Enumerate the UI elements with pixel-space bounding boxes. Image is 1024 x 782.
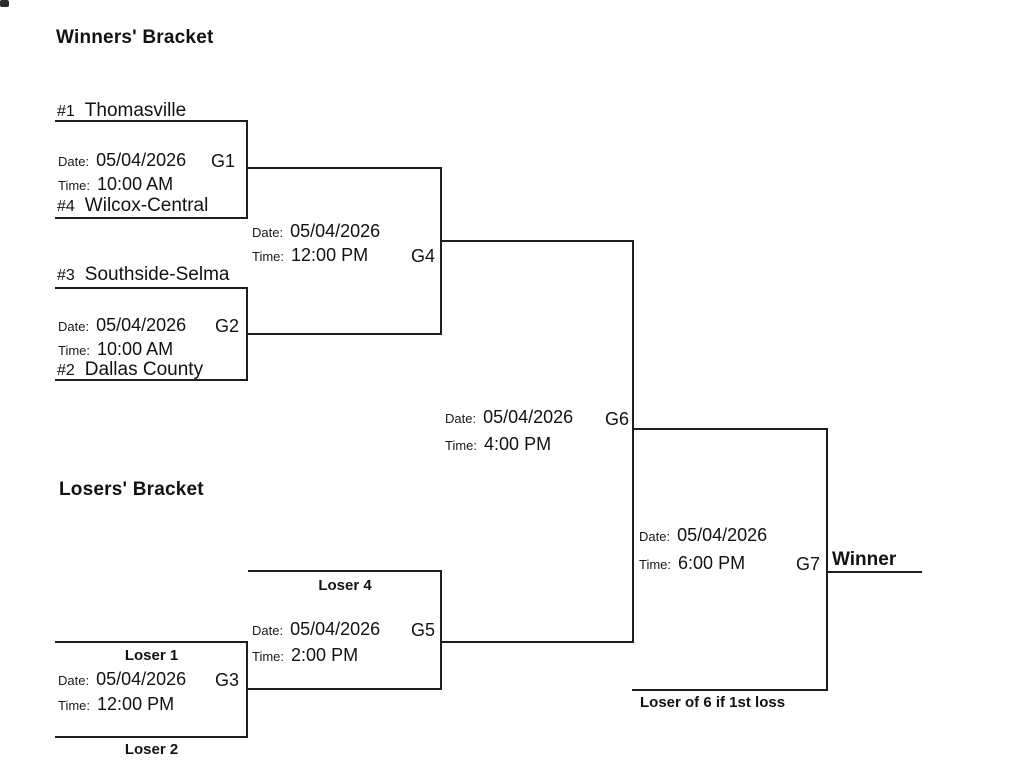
g1-bottom-line bbox=[55, 217, 248, 219]
g5-date-row: Date: 05/04/2026 bbox=[252, 619, 380, 640]
g4-time-value: 12:00 PM bbox=[291, 245, 369, 265]
g2-winner-connector bbox=[246, 333, 442, 335]
g7-date-label: Date: bbox=[639, 529, 671, 544]
g6-time-value: 4:00 PM bbox=[484, 434, 552, 454]
g3-time-value: 12:00 PM bbox=[97, 694, 175, 714]
g3-date-value: 05/04/2026 bbox=[96, 669, 187, 689]
g3-bottom-line bbox=[55, 736, 248, 738]
g3-date-label: Date: bbox=[58, 673, 90, 688]
g2-time-label: Time: bbox=[58, 343, 91, 358]
g7-time-row: Time: 6:00 PM bbox=[639, 553, 745, 574]
g6-date-row: Date: 05/04/2026 bbox=[445, 407, 573, 428]
g6-time-label: Time: bbox=[445, 438, 478, 453]
g4-time-label: Time: bbox=[252, 249, 285, 264]
g4-date-label: Date: bbox=[252, 225, 284, 240]
g5-date-label: Date: bbox=[252, 623, 284, 638]
g3-top-line bbox=[55, 641, 248, 643]
g1-date-label: Date: bbox=[58, 154, 90, 169]
losers-bracket-title: Losers' Bracket bbox=[59, 479, 204, 500]
winner-label: Winner bbox=[832, 549, 897, 570]
g2-game-id: G2 bbox=[215, 316, 240, 336]
g1-bottom-seed: #4 bbox=[57, 198, 75, 215]
g5-time-label: Time: bbox=[252, 649, 285, 664]
g7-time-label: Time: bbox=[639, 557, 672, 572]
g5-top-entrant: Loser 4 bbox=[318, 577, 372, 594]
g1-bracket-vertical bbox=[246, 120, 248, 219]
g1-date-value: 05/04/2026 bbox=[96, 150, 187, 170]
g3-time-label: Time: bbox=[58, 698, 91, 713]
g2-time-value: 10:00 AM bbox=[97, 339, 174, 359]
g2-time-row: Time: 10:00 AM bbox=[58, 339, 173, 360]
g5-time-value: 2:00 PM bbox=[291, 645, 359, 665]
g6-winner-connector bbox=[632, 428, 828, 430]
g4-game-id: G4 bbox=[411, 246, 436, 266]
g3-time-row: Time: 12:00 PM bbox=[58, 694, 174, 715]
g2-top-team: #3 Southside-Selma bbox=[57, 264, 230, 286]
g4-date-row: Date: 05/04/2026 bbox=[252, 221, 380, 242]
g7-time-value: 6:00 PM bbox=[678, 553, 746, 573]
g1-top-seed: #1 bbox=[57, 103, 75, 120]
g3-winner-connector bbox=[246, 688, 442, 690]
g5-top-line bbox=[248, 570, 442, 572]
g5-winner-connector bbox=[440, 641, 634, 643]
g6-bracket-vertical bbox=[632, 240, 634, 643]
loser-of-6-note: Loser of 6 if 1st loss bbox=[640, 694, 786, 711]
g1-bottom-team-name: Wilcox-Central bbox=[84, 195, 209, 216]
g1-top-team: #1 Thomasville bbox=[57, 100, 186, 122]
g6-time-row: Time: 4:00 PM bbox=[445, 434, 551, 455]
g1-date-row: Date: 05/04/2026 bbox=[58, 150, 186, 171]
g1-game-id: G1 bbox=[211, 151, 236, 171]
g2-top-seed: #3 bbox=[57, 267, 75, 284]
g2-bottom-line bbox=[55, 379, 248, 381]
g4-date-value: 05/04/2026 bbox=[290, 221, 381, 241]
g4-bracket-vertical bbox=[440, 167, 442, 335]
g1-time-label: Time: bbox=[58, 178, 91, 193]
g6-date-label: Date: bbox=[445, 411, 477, 426]
g5-game-id: G5 bbox=[411, 620, 436, 640]
g6-game-id: G6 bbox=[605, 409, 630, 429]
winners-bracket-title: Winners' Bracket bbox=[56, 27, 214, 48]
g2-top-team-name: Southside-Selma bbox=[84, 264, 230, 285]
g1-time-row: Time: 10:00 AM bbox=[58, 174, 173, 195]
g3-game-id: G3 bbox=[215, 670, 240, 690]
g5-date-value: 05/04/2026 bbox=[290, 619, 381, 639]
g3-top-entrant: Loser 1 bbox=[124, 647, 179, 664]
g2-date-label: Date: bbox=[58, 319, 90, 334]
g7-bracket-vertical bbox=[826, 428, 828, 691]
g6-date-value: 05/04/2026 bbox=[483, 407, 574, 427]
g3-bottom-entrant: Loser 2 bbox=[124, 741, 179, 758]
g7-game-id: G7 bbox=[796, 554, 821, 574]
g3-date-row: Date: 05/04/2026 bbox=[58, 669, 186, 690]
g1-top-team-name: Thomasville bbox=[84, 100, 187, 121]
winner-line bbox=[826, 571, 922, 573]
g4-winner-connector bbox=[440, 240, 634, 242]
g4-time-row: Time: 12:00 PM bbox=[252, 245, 368, 266]
screen-edge-artifact bbox=[0, 0, 9, 7]
g2-date-row: Date: 05/04/2026 bbox=[58, 315, 186, 336]
g2-top-line bbox=[55, 287, 248, 289]
g7-date-value: 05/04/2026 bbox=[677, 525, 768, 545]
g5-bracket-vertical bbox=[440, 570, 442, 690]
g2-date-value: 05/04/2026 bbox=[96, 315, 187, 335]
g7-date-row: Date: 05/04/2026 bbox=[639, 525, 767, 546]
g2-bottom-team-name: Dallas County bbox=[84, 359, 204, 380]
g7-bottom-entrant-line bbox=[632, 689, 828, 691]
g2-bottom-seed: #2 bbox=[57, 362, 75, 379]
g5-time-row: Time: 2:00 PM bbox=[252, 645, 358, 666]
g1-time-value: 10:00 AM bbox=[97, 174, 174, 194]
g1-top-line bbox=[55, 120, 248, 122]
g1-bottom-team: #4 Wilcox-Central bbox=[57, 195, 208, 217]
g2-bottom-team: #2 Dallas County bbox=[57, 359, 203, 381]
g1-winner-connector bbox=[246, 167, 442, 169]
